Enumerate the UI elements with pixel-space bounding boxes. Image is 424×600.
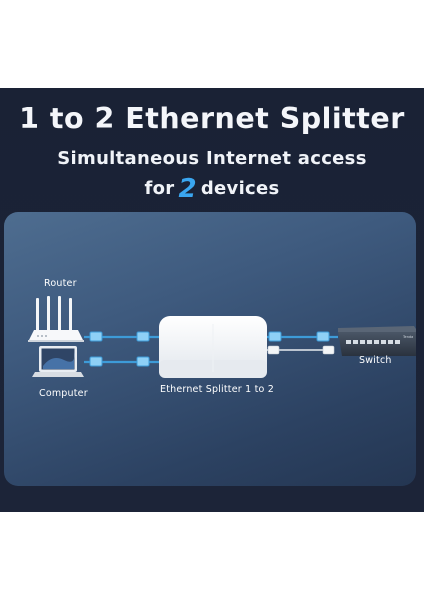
banner-title: 1 to 2 Ethernet Splitter xyxy=(19,102,405,135)
switch-brand-text: Tenda xyxy=(402,335,413,339)
router-icon xyxy=(28,296,84,342)
product-banner: 1 to 2 Ethernet Splitter Simultaneous In… xyxy=(0,88,424,512)
ethernet-connector-icon xyxy=(89,331,150,367)
switch-icon: Tenda xyxy=(338,326,416,356)
switch-label: Switch xyxy=(359,355,392,366)
device-count-number: 2 xyxy=(178,174,197,204)
laptop-icon xyxy=(32,346,84,377)
banner-subtitle-line1: Simultaneous Internet access xyxy=(57,148,367,169)
switch-connector-icon xyxy=(268,331,330,342)
usb-cable-icon xyxy=(267,345,335,355)
connection-diagram: Tenda xyxy=(28,296,416,378)
splitter-device xyxy=(159,316,267,378)
subtitle-devices-text: devices xyxy=(200,178,280,199)
router-label: Router xyxy=(44,278,77,289)
computer-label: Computer xyxy=(39,388,88,399)
subtitle-for-text: for xyxy=(144,178,175,199)
connection-diagram-panel: Tenda Router Computer Ethernet Splitter … xyxy=(4,212,416,486)
splitter-label: Ethernet Splitter 1 to 2 xyxy=(160,384,274,395)
